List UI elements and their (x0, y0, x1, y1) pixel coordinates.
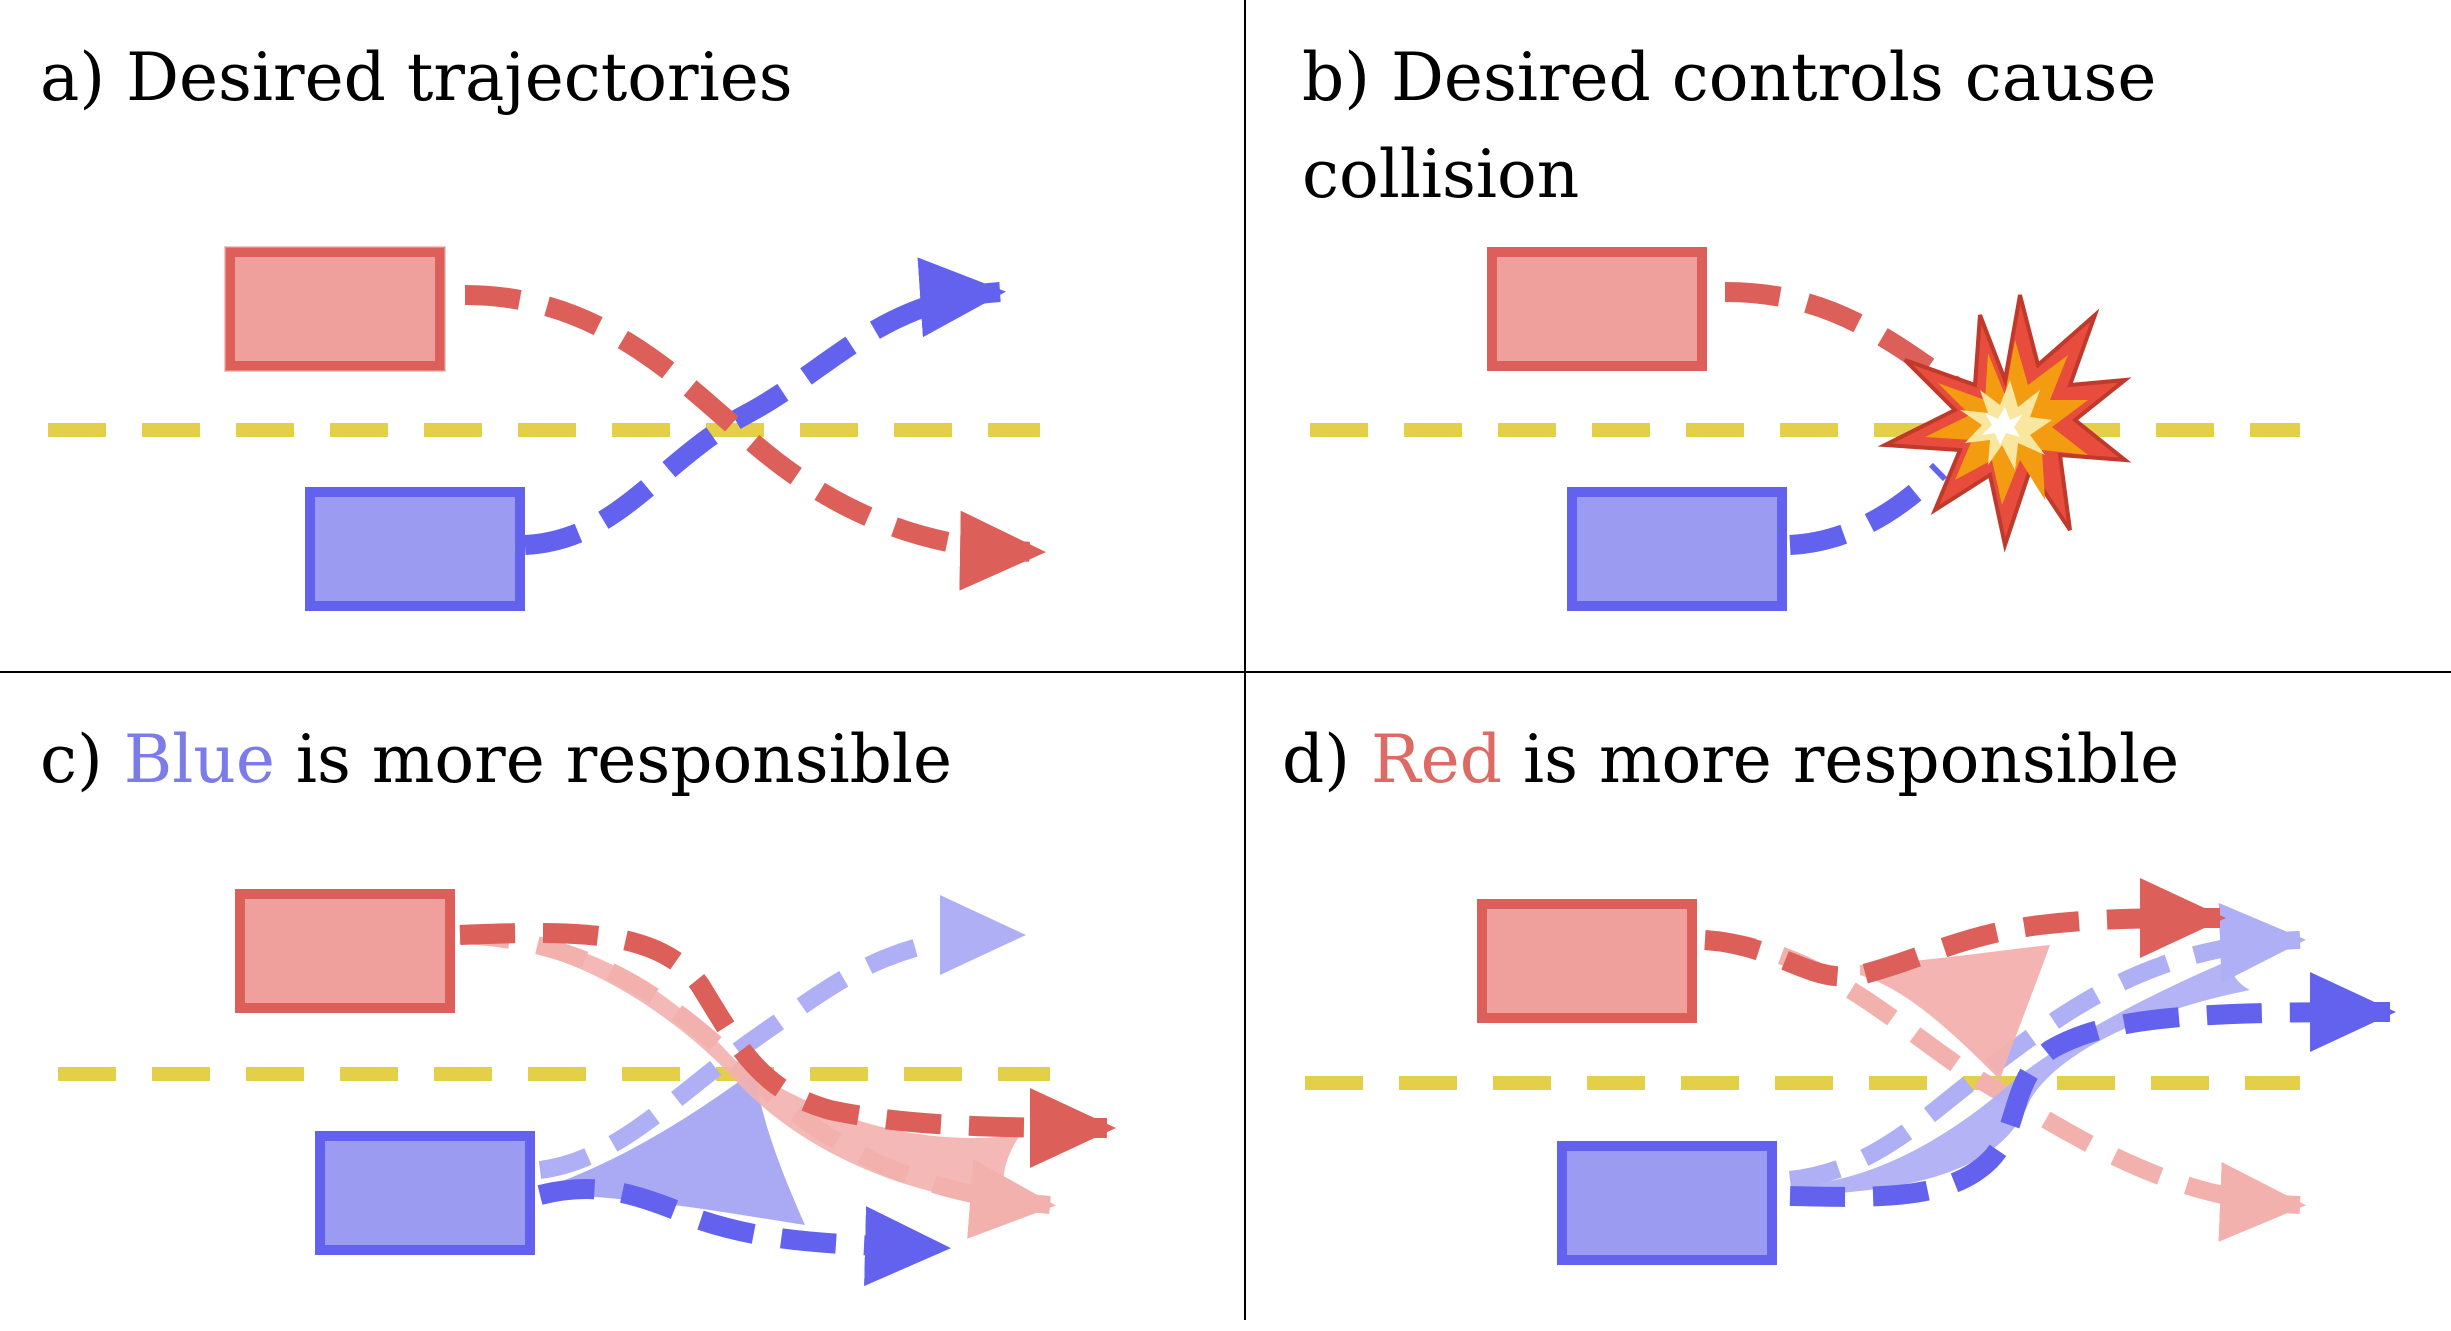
panel-b-caption-line2: collision (1302, 136, 1579, 213)
blue-desired-trajectory (524, 257, 1006, 555)
red-trajectory-to-collision (1724, 282, 1966, 399)
blue-vehicle (315, 1131, 535, 1255)
blue-vehicle (305, 487, 525, 611)
red-actual-trajectory (459, 922, 1116, 1168)
blue-trajectory-to-collision (1789, 462, 1948, 555)
red-actual-trajectory (1704, 878, 2226, 987)
caption-suffix: is more responsible (1502, 721, 2179, 798)
red-adjustment-region (540, 940, 1020, 1205)
blue-vehicle (1567, 487, 1787, 611)
panel-b: b) Desired controls cause collision (1302, 39, 2300, 611)
panel-c: c) Blue is more responsible (40, 721, 1116, 1287)
panel-d-caption: d) Red is more responsible (1282, 721, 2179, 798)
caption-prefix: c) (40, 721, 124, 798)
red-vehicle (225, 247, 445, 371)
caption-prefix: d) (1282, 721, 1371, 798)
red-vehicle (1477, 899, 1697, 1023)
caption-highlight-blue: Blue (124, 721, 275, 798)
red-adjustment-region (1860, 945, 2050, 1080)
caption-suffix: is more responsible (275, 721, 952, 798)
panel-d: d) Red is more responsible (1282, 721, 2396, 1265)
caption-highlight-red: Red (1371, 721, 1502, 798)
blue-desired-trajectory (538, 895, 1026, 1179)
blue-actual-trajectory (1789, 972, 2396, 1207)
red-vehicle (235, 889, 455, 1013)
panel-c-caption: c) Blue is more responsible (40, 721, 952, 798)
collision-icon (1877, 294, 2132, 553)
panel-b-caption-line1: b) Desired controls cause (1302, 39, 2157, 116)
red-desired-trajectory (464, 285, 1046, 591)
blue-vehicle (1557, 1141, 1777, 1265)
panel-a: a) Desired trajectories (40, 39, 1046, 611)
red-vehicle (1487, 247, 1707, 371)
panel-a-caption: a) Desired trajectories (40, 39, 793, 116)
